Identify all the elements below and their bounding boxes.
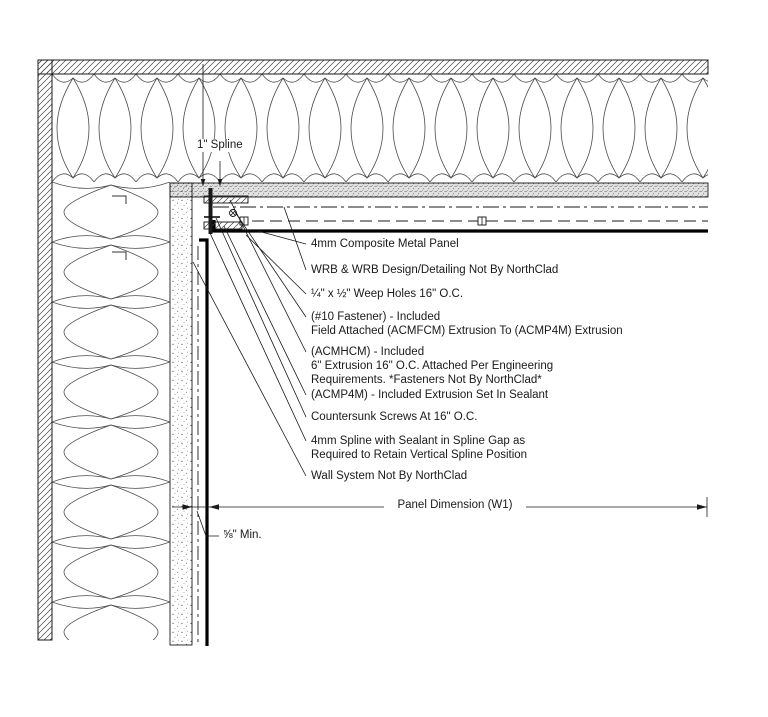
fastener-cross-icon (230, 210, 236, 216)
annotation-spline-sealant-line-2: Required to Retain Vertical Spline Posit… (310, 449, 529, 462)
acm-panel-horizontal (212, 220, 708, 233)
annotation-countersunk-screws: Countersunk Screws At 16" O.C. (310, 411, 479, 424)
annotation-acmp4m: (ACMP4M) - Included Extrusion Set In Sea… (310, 389, 550, 402)
substrate-layer-horizontal (169, 182, 709, 198)
furring-clip-symbols (112, 195, 127, 260)
leader-line-min-offset (196, 510, 219, 537)
leader-line-spline (209, 232, 307, 442)
sheathing-strip-left (37, 59, 53, 641)
leader-line-countersunk (215, 217, 307, 418)
arrowhead-down (200, 179, 206, 187)
extrusion-acmhcm (203, 195, 249, 204)
leader-line-weep-holes (245, 234, 307, 295)
arrowhead-left (209, 504, 219, 510)
min-offset-dimension (182, 504, 219, 537)
annotation-acmhcm-line-2: 6" Extrusion 16" O.C. Attached Per Engin… (310, 360, 555, 373)
extrusion-acmp4m (203, 221, 243, 230)
arrowhead-right (697, 504, 707, 510)
annotation-acmhcm-line-3: Requirements. *Fasteners Not By NorthCla… (310, 374, 543, 387)
leader-line-wall-system (192, 261, 307, 477)
sheathing-strip-top (37, 59, 709, 75)
annotation-acmhcm-line-1: (ACMHCM) - Included (310, 346, 426, 359)
annotation-fastener-line-2: Field Attached (ACMFCM) Extrusion To (AC… (310, 325, 624, 338)
annotation-wall-system: Wall System Not By NorthClad (310, 470, 469, 483)
min-offset-label: ⅝" Min. (222, 529, 263, 542)
annotation-spline-sealant-line-1: 4mm Spline with Sealant in Spline Gap as (310, 435, 527, 448)
insulation-batt-horizontal (52, 74, 708, 182)
spline-dimension-label: 1" Spline (196, 139, 244, 152)
arrowhead-right (182, 504, 192, 510)
corner-joint-hardware (203, 188, 249, 234)
insulation-batt-vertical (52, 182, 170, 640)
annotation-composite-panel: 4mm Composite Metal Panel (310, 238, 460, 251)
acm-panel-vertical (199, 238, 209, 646)
leader-line-acmp4m (223, 225, 307, 396)
spline-dimension (200, 64, 223, 187)
leader-line-panel (257, 230, 307, 245)
substrate-layer-vertical (169, 182, 193, 646)
spline-plate (208, 188, 213, 234)
leader-line-acmhcm (229, 199, 307, 353)
leader-line-fastener (234, 211, 307, 318)
annotation-weep-holes: ¼" x ½" Weep Holes 16" O.C. (310, 288, 465, 301)
arrowhead-down (217, 179, 223, 187)
panel-dimension-label: Panel Dimension (W1) (384, 499, 526, 512)
annotation-wrb: WRB & WRB Design/Detailing Not By NorthC… (310, 264, 560, 277)
leader-line-wrb (283, 206, 307, 271)
panel-clip-symbol (477, 216, 487, 226)
annotation-fastener-line-1: (#10 Fastener) - Included (310, 311, 442, 324)
